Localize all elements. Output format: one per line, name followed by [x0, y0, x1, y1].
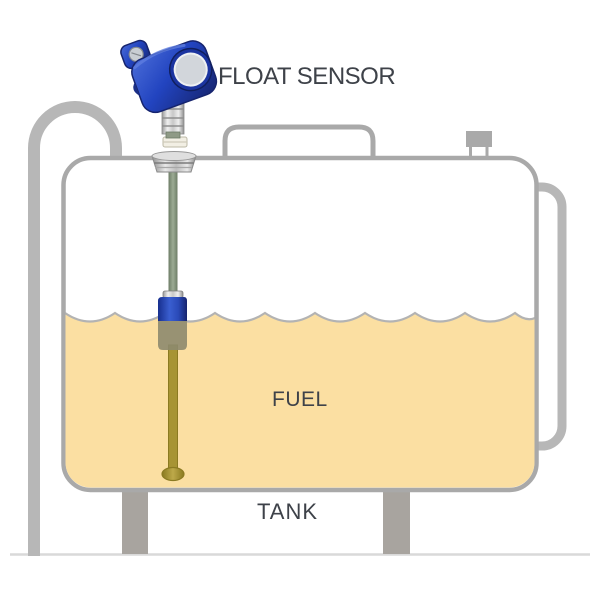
float-sensor-label: FLOAT SENSOR: [218, 63, 395, 90]
neck-coupling: [165, 131, 181, 139]
fuel-region: [65, 311, 535, 488]
fuel-label: FUEL: [272, 388, 328, 411]
inlet-pipe: [28, 101, 122, 556]
tank-hatch: [222, 124, 376, 163]
stem-end-nut: [161, 466, 185, 482]
mounting-flange: [151, 136, 197, 173]
tank-leg-right: [383, 486, 410, 554]
sensor-stem-upper: [168, 168, 178, 296]
sensor-stem-lower: [168, 344, 178, 472]
tank-leg-left: [122, 486, 148, 554]
tank-label: TANK: [257, 499, 318, 524]
flange-top: [151, 151, 197, 161]
float: [158, 290, 187, 350]
float-submerged: [158, 321, 187, 350]
sensor-head: [120, 39, 218, 114]
float-collar: [162, 290, 184, 299]
head-highlight: [133, 43, 186, 70]
float-top: [158, 297, 187, 321]
head-lug: [133, 82, 140, 96]
fuel-wave-line: [65, 311, 535, 323]
vent-cap: [466, 131, 492, 147]
fuel-fill: [65, 313, 535, 488]
face-window: [173, 52, 208, 87]
